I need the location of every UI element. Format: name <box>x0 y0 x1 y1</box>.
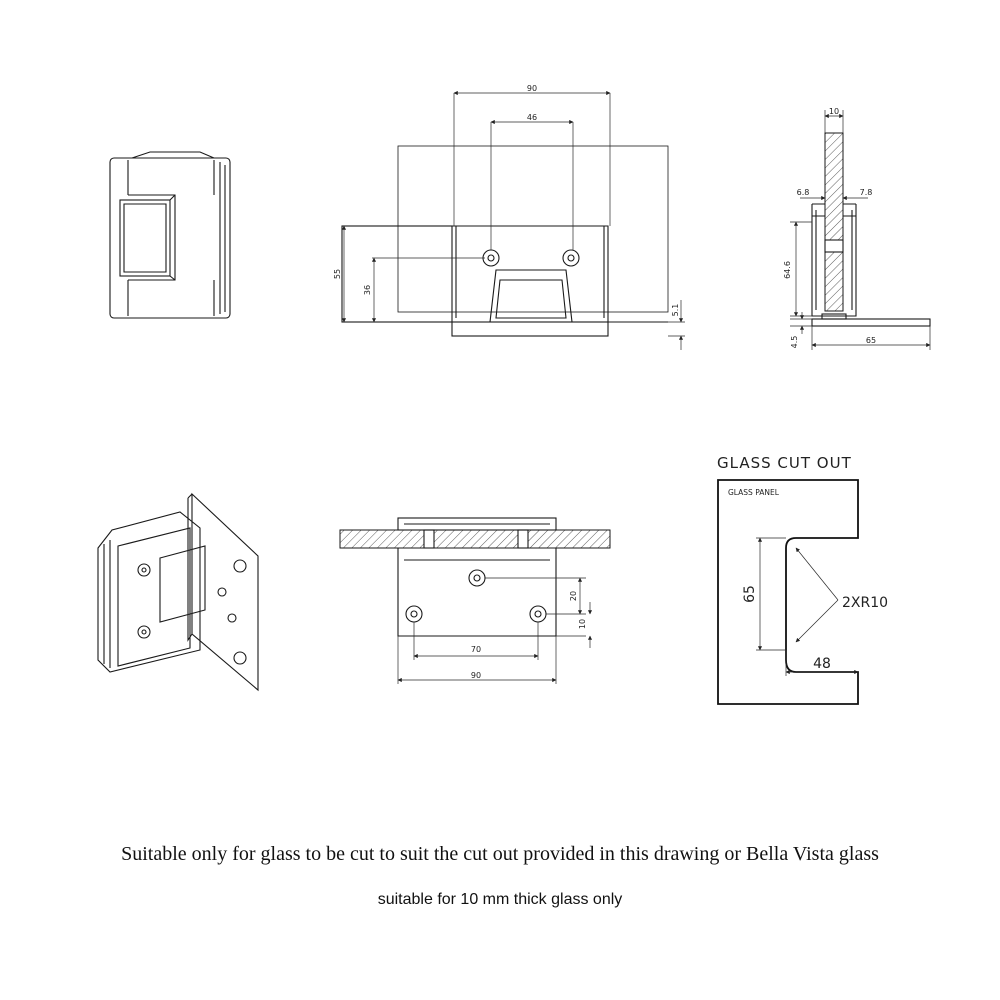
front-dim-plate-thickness: 5.1 <box>671 304 680 317</box>
side-dim-height: 64.6 <box>783 261 792 279</box>
hinge-section-view <box>790 110 931 350</box>
front-dim-overall-width: 90 <box>527 84 537 93</box>
side-dim-right-gap: 7.8 <box>860 188 873 197</box>
hinge-isometric-view <box>97 492 259 692</box>
hinge-plan-view <box>339 517 611 684</box>
hinge-front-elevation <box>341 90 685 350</box>
hinge-side-elevation <box>109 151 231 319</box>
cutout-dim-height: 65 <box>742 585 758 603</box>
side-dim-left-gap: 6.8 <box>797 188 810 197</box>
plan-dim-hole-edge: 10 <box>578 619 587 629</box>
front-dim-hole-height: 36 <box>363 285 372 295</box>
plan-dim-hole-spacing: 70 <box>471 645 481 654</box>
plan-dim-overall-width: 90 <box>471 671 481 680</box>
cutout-panel-label: GLASS PANEL <box>728 488 780 497</box>
glass-thickness-note: suitable for 10 mm thick glass only <box>377 891 623 908</box>
cutout-title: GLASS CUT OUT <box>717 454 852 472</box>
cutout-dim-width: 48 <box>813 656 831 672</box>
side-dim-base-thickness: 4.5 <box>790 336 799 349</box>
glass-suitability-note: Suitable only for glass to be cut to sui… <box>121 843 879 865</box>
cutout-dim-radius: 2XR10 <box>842 595 888 611</box>
side-dim-base-width: 65 <box>866 336 876 345</box>
front-dim-hole-spacing: 46 <box>527 113 537 122</box>
side-dim-glass-thickness: 10 <box>829 107 839 116</box>
glass-cutout-view <box>717 479 859 705</box>
front-dim-height: 55 <box>333 269 342 279</box>
plan-dim-hole-offset: 20 <box>569 591 578 601</box>
